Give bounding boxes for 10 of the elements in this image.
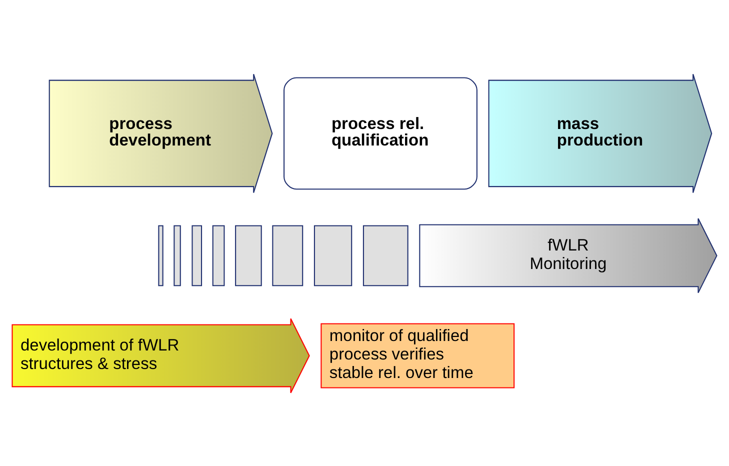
node-box xyxy=(192,224,202,286)
node-box xyxy=(158,224,164,286)
node-box xyxy=(272,224,304,286)
node-box xyxy=(212,224,225,286)
node-box: monitor of qualified process verifies stable rel. over time xyxy=(320,322,515,388)
node-box xyxy=(235,224,262,286)
node-box xyxy=(362,224,408,286)
node-box xyxy=(174,224,181,286)
node-box: process rel. qualification xyxy=(284,76,478,190)
node-box xyxy=(314,224,352,286)
